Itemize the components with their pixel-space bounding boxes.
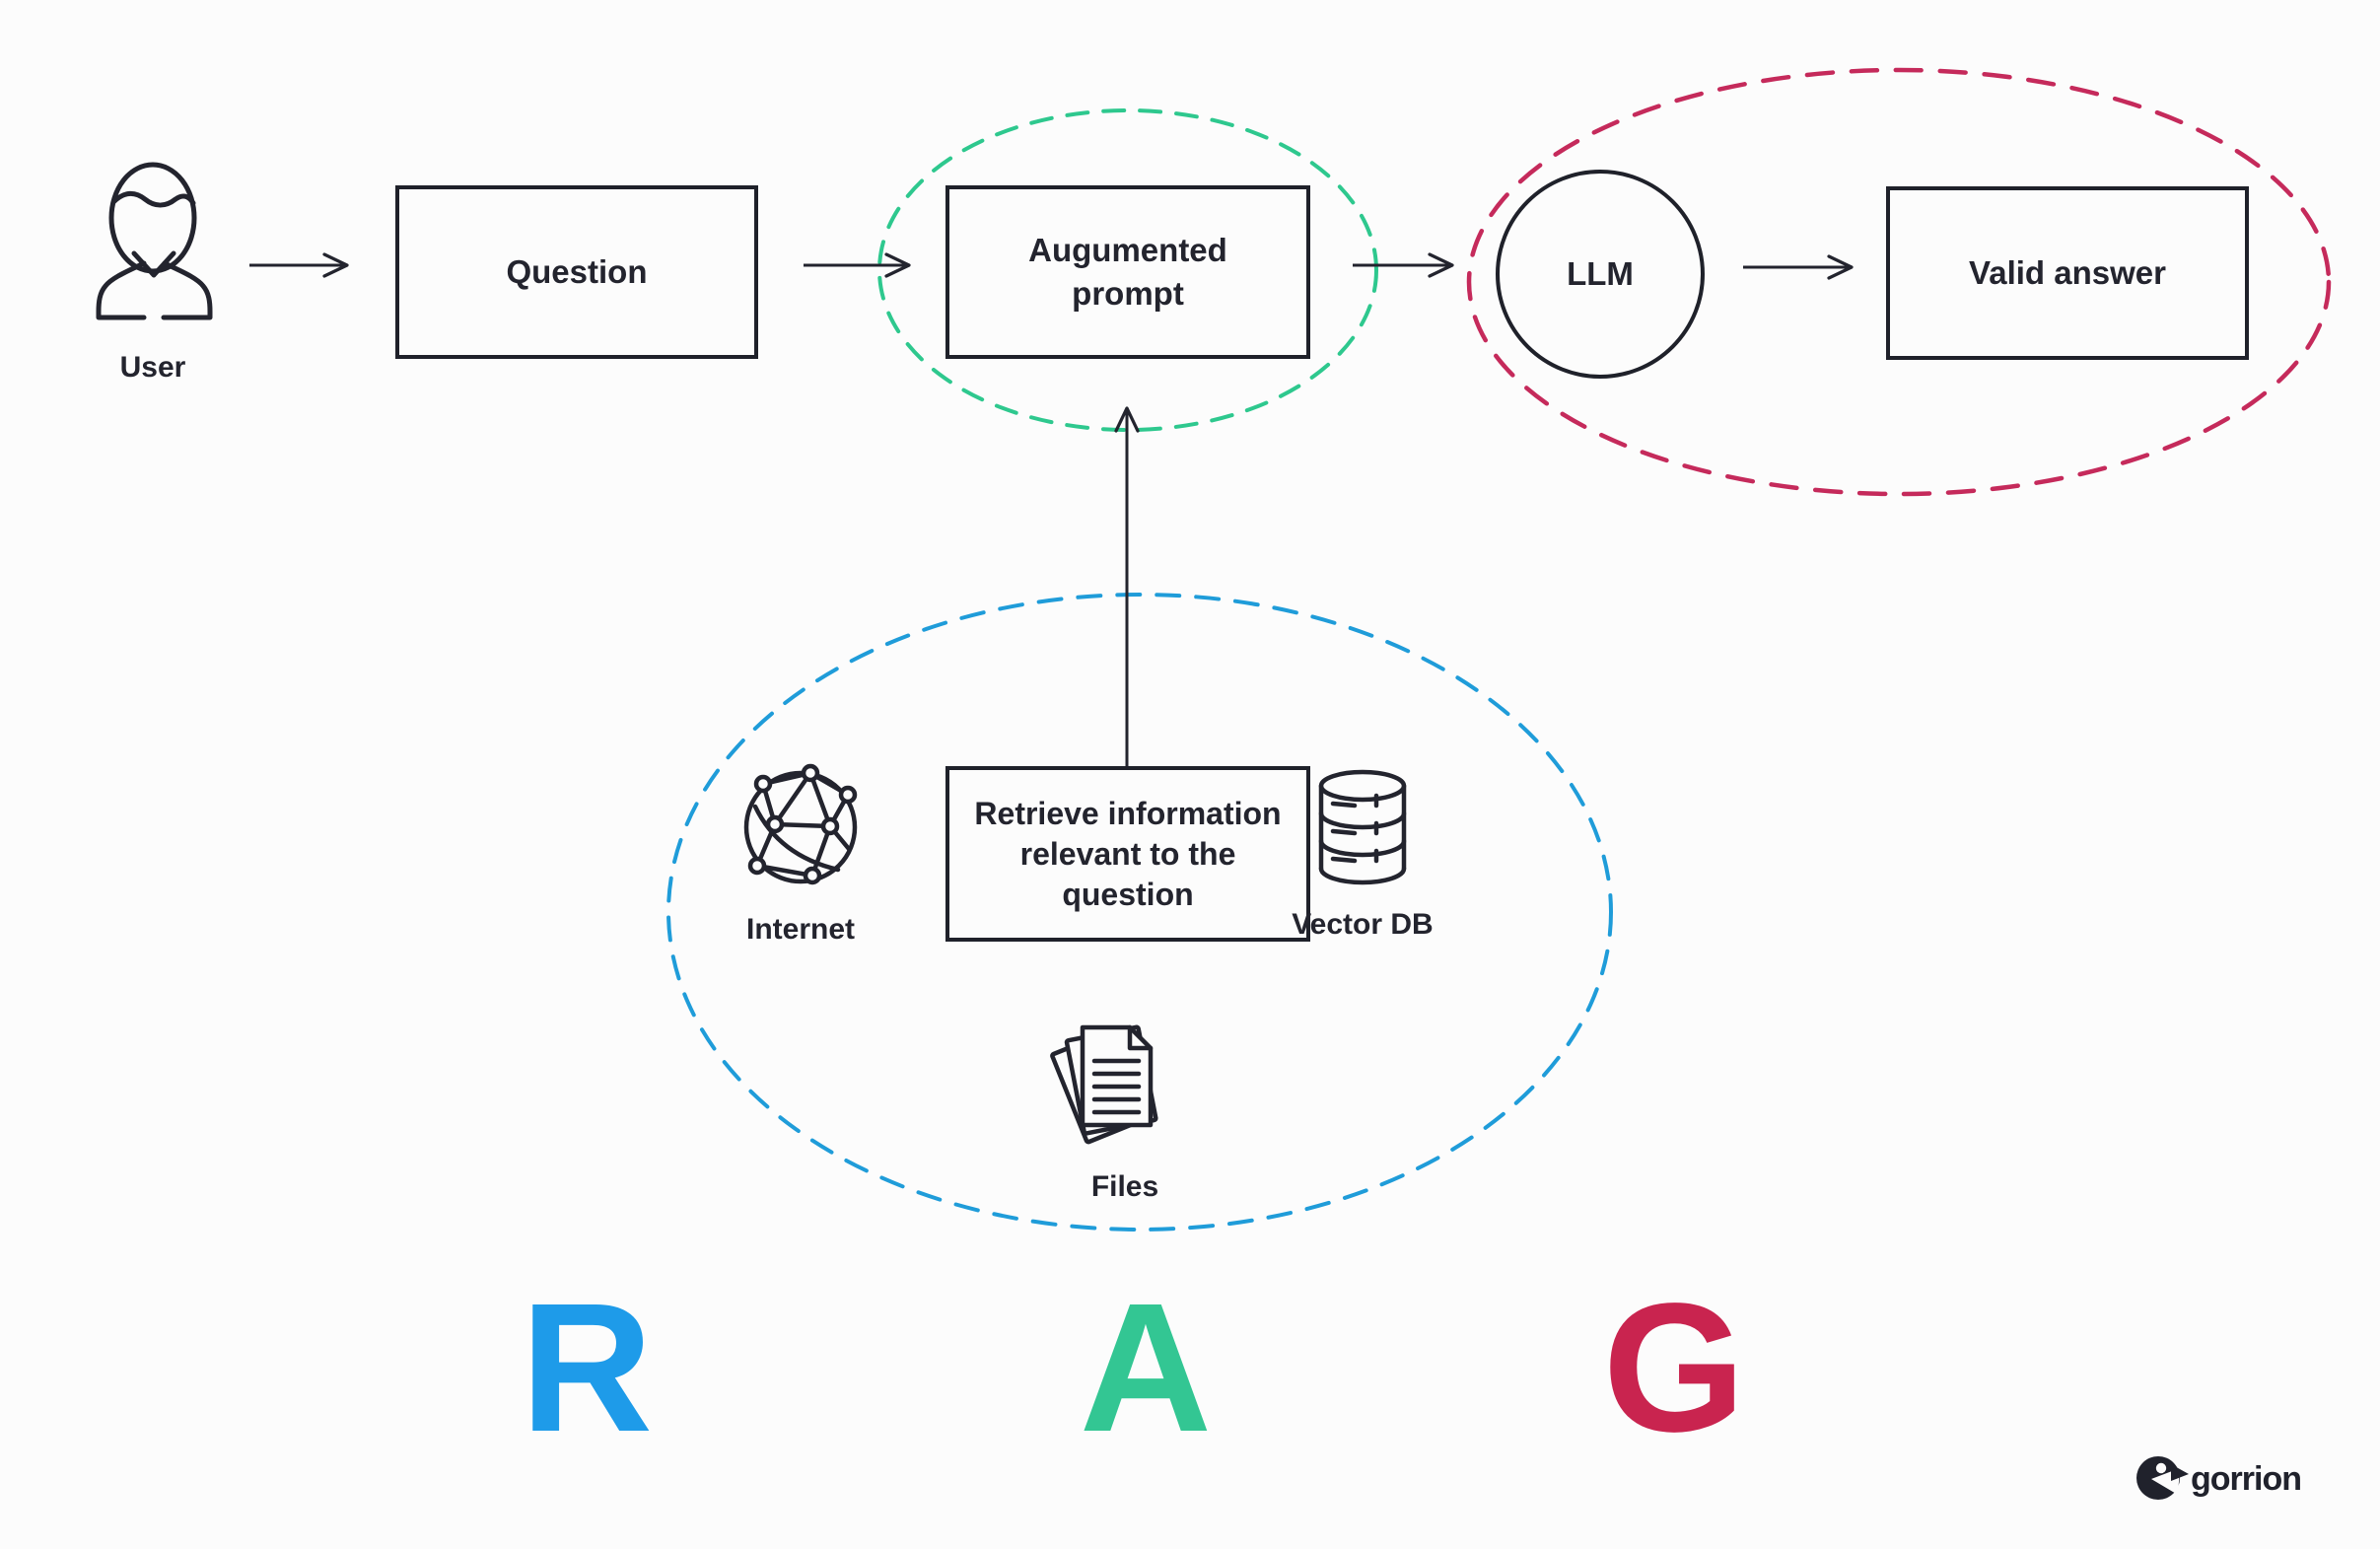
gorrion-wordmark: gorrion xyxy=(2191,1460,2302,1498)
valid-answer-node: Valid answer xyxy=(1886,186,2249,360)
internet-label: Internet xyxy=(745,913,856,946)
augmentation-group-ellipse xyxy=(877,108,1378,432)
files-label: Files xyxy=(1090,1170,1159,1203)
acronym-letter-r: R xyxy=(520,1266,654,1470)
llm-circle xyxy=(1496,170,1705,379)
augmented-prompt-node: Augumented prompt xyxy=(945,185,1310,359)
internet-icon xyxy=(743,763,858,885)
generation-group-ellipse xyxy=(1466,67,2332,497)
vector-db-icon xyxy=(1318,769,1407,885)
question-label: Question xyxy=(506,253,648,290)
retrieval-group-ellipse xyxy=(666,593,1613,1232)
retrieve-line3: question xyxy=(1062,876,1194,912)
acronym-letter-a: A xyxy=(1079,1266,1213,1470)
gorrion-logo-icon xyxy=(2136,1456,2189,1500)
augmented-prompt-line1: Augumented xyxy=(1028,232,1227,268)
user-icon xyxy=(96,162,213,320)
retrieve-line2: relevant to the xyxy=(1019,835,1236,872)
augmented-prompt-line2: prompt xyxy=(1072,275,1184,312)
llm-label: LLM xyxy=(1567,255,1634,292)
acronym-letter-g: G xyxy=(1602,1266,1746,1470)
files-icon xyxy=(1050,1024,1158,1145)
retrieve-line1: Retrieve information xyxy=(974,795,1282,831)
vector-db-label: Vector DB xyxy=(1292,908,1434,941)
retrieve-information-node: Retrieve information relevant to the que… xyxy=(945,766,1310,942)
user-label: User xyxy=(119,351,186,384)
question-node: Question xyxy=(395,185,758,359)
valid-answer-label: Valid answer xyxy=(1969,254,2166,291)
